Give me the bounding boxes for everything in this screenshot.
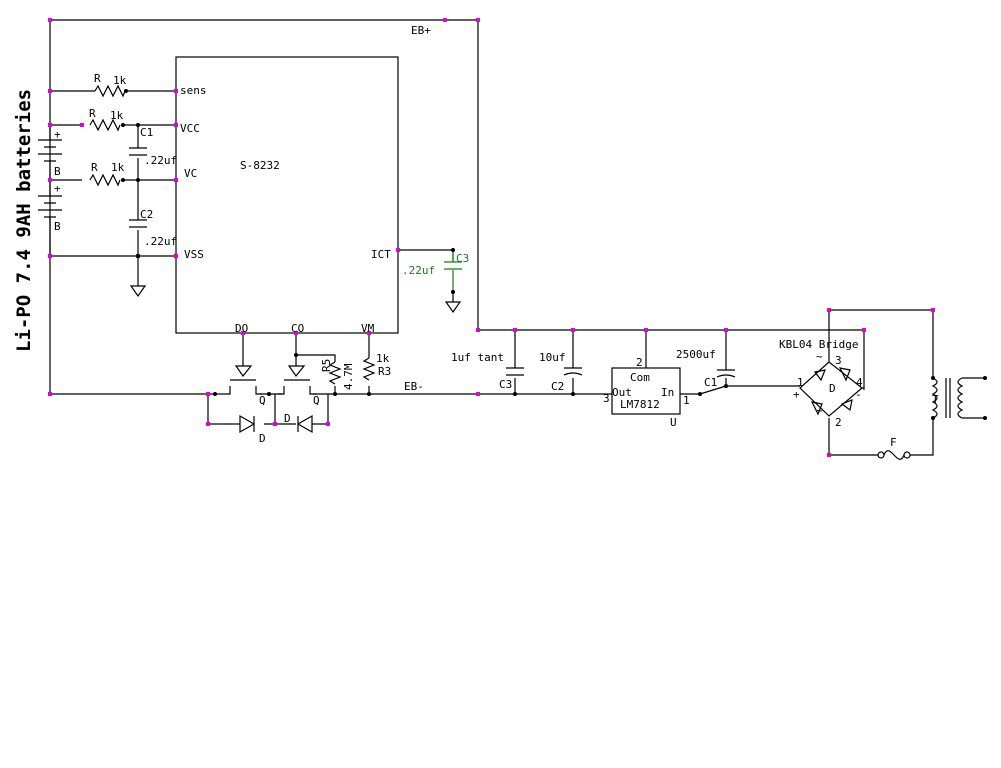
- ic-name: S-8232: [240, 159, 280, 172]
- c1-label: C1: [140, 126, 153, 139]
- capacitor-c1: [129, 147, 147, 156]
- c1-2500uf-label: C1: [704, 376, 717, 389]
- bridge-pin1: 1: [797, 376, 804, 389]
- pin-do: DO: [235, 322, 248, 335]
- resistor-sens: [94, 84, 126, 98]
- r3-label: R3: [378, 365, 391, 378]
- bridge-plus: +: [793, 388, 800, 401]
- regulator-pin1: 1: [683, 394, 690, 407]
- pin-sens: sens: [180, 84, 207, 97]
- pin-vcc: VCC: [180, 122, 200, 135]
- net-eb-plus: EB+: [411, 24, 431, 37]
- r5-label: R5: [320, 359, 333, 372]
- ground-icon: [129, 285, 147, 298]
- bridge-d: D: [829, 382, 836, 395]
- battery-plus: +: [54, 128, 61, 141]
- transformer-label: T: [932, 393, 939, 406]
- capacitor-c2-10uf: [563, 367, 583, 376]
- battery-plus: +: [54, 182, 61, 195]
- transformer: [931, 377, 985, 419]
- bridge-pin4: 4: [856, 376, 863, 389]
- regulator-ref: U: [670, 416, 677, 429]
- c1-value: .22uf: [144, 154, 177, 167]
- fuse: [877, 450, 911, 460]
- r3-value: 1k: [376, 352, 390, 365]
- transistor-label: Q: [259, 394, 266, 407]
- resistor-label: R: [94, 72, 101, 85]
- regulator-com: Com: [630, 371, 650, 384]
- battery-b: B: [54, 220, 61, 233]
- ic-s8232-body: [175, 56, 399, 334]
- c1-2500uf-value: 2500uf: [676, 348, 716, 361]
- resistor-label: R: [91, 161, 98, 174]
- c2-value: .22uf: [144, 235, 177, 248]
- schematic-title: Li-PO 7.4 9AH batteries: [13, 89, 35, 352]
- pin-vss: VSS: [184, 248, 204, 261]
- r5-value: 4.7M: [342, 363, 355, 390]
- regulator-out: Out: [612, 386, 632, 399]
- pin-vm: VM: [361, 322, 375, 335]
- resistor-r3: [362, 357, 376, 381]
- c2-label: C2: [140, 208, 153, 221]
- bridge-rectifier: [799, 361, 864, 417]
- c3-tant-label: C3: [499, 378, 512, 391]
- capacitor-c3-ict: [444, 261, 462, 270]
- regulator-in: In: [661, 386, 674, 399]
- battery-b: B: [54, 165, 61, 178]
- c3-ict-label: C3: [456, 252, 469, 265]
- regulator-pin2: 2: [636, 356, 643, 369]
- c3-tant-value: 1uf tant: [451, 351, 504, 364]
- resistor-vcc: [89, 118, 121, 132]
- c2-10uf-value: 10uf: [539, 351, 566, 364]
- net-eb-minus: EB-: [404, 380, 424, 393]
- pin-co: CO: [291, 322, 304, 335]
- bridge-pin3: 3: [835, 354, 842, 367]
- bridge-pin2: 2: [835, 416, 842, 429]
- node-markers: [48, 18, 935, 457]
- ground-icon: [444, 301, 462, 314]
- diode-label: D: [284, 412, 291, 425]
- transistor-q-do: [222, 365, 262, 395]
- battery-top: [38, 125, 62, 180]
- diode-left: [234, 414, 256, 434]
- bridge-minus: -: [855, 388, 862, 401]
- transistor-label: Q: [313, 394, 320, 407]
- diode-label: D: [259, 432, 266, 445]
- bridge-name: KBL04 Bridge: [779, 338, 858, 351]
- capacitor-c1-2500uf: [716, 369, 736, 378]
- battery-bottom: [38, 180, 62, 256]
- resistor-vc: [89, 173, 121, 187]
- bridge-tilde: ~: [816, 404, 823, 417]
- capacitor-c3-tant: [506, 367, 524, 376]
- transistor-q-co: [278, 365, 316, 395]
- regulator-pin3: 3: [603, 392, 610, 405]
- resistor-value: 1k: [110, 109, 124, 122]
- junction-dots: [121, 89, 987, 420]
- c3-ict-value: .22uf: [402, 264, 435, 277]
- diode-right: [296, 414, 313, 434]
- pin-ict: ICT: [371, 248, 391, 261]
- bridge-tilde: ~: [816, 350, 823, 363]
- regulator-name: LM7812: [620, 398, 660, 411]
- resistor-label: R: [89, 107, 96, 120]
- capacitor-c2: [129, 219, 147, 228]
- regulator-lm7812-body: [611, 367, 681, 415]
- resistor-value: 1k: [111, 161, 125, 174]
- fuse-label: F: [890, 436, 897, 449]
- c2-10uf-label: C2: [551, 380, 564, 393]
- resistor-r5: [328, 361, 342, 385]
- pin-vc: VC: [184, 167, 197, 180]
- resistor-value: 1k: [113, 74, 127, 87]
